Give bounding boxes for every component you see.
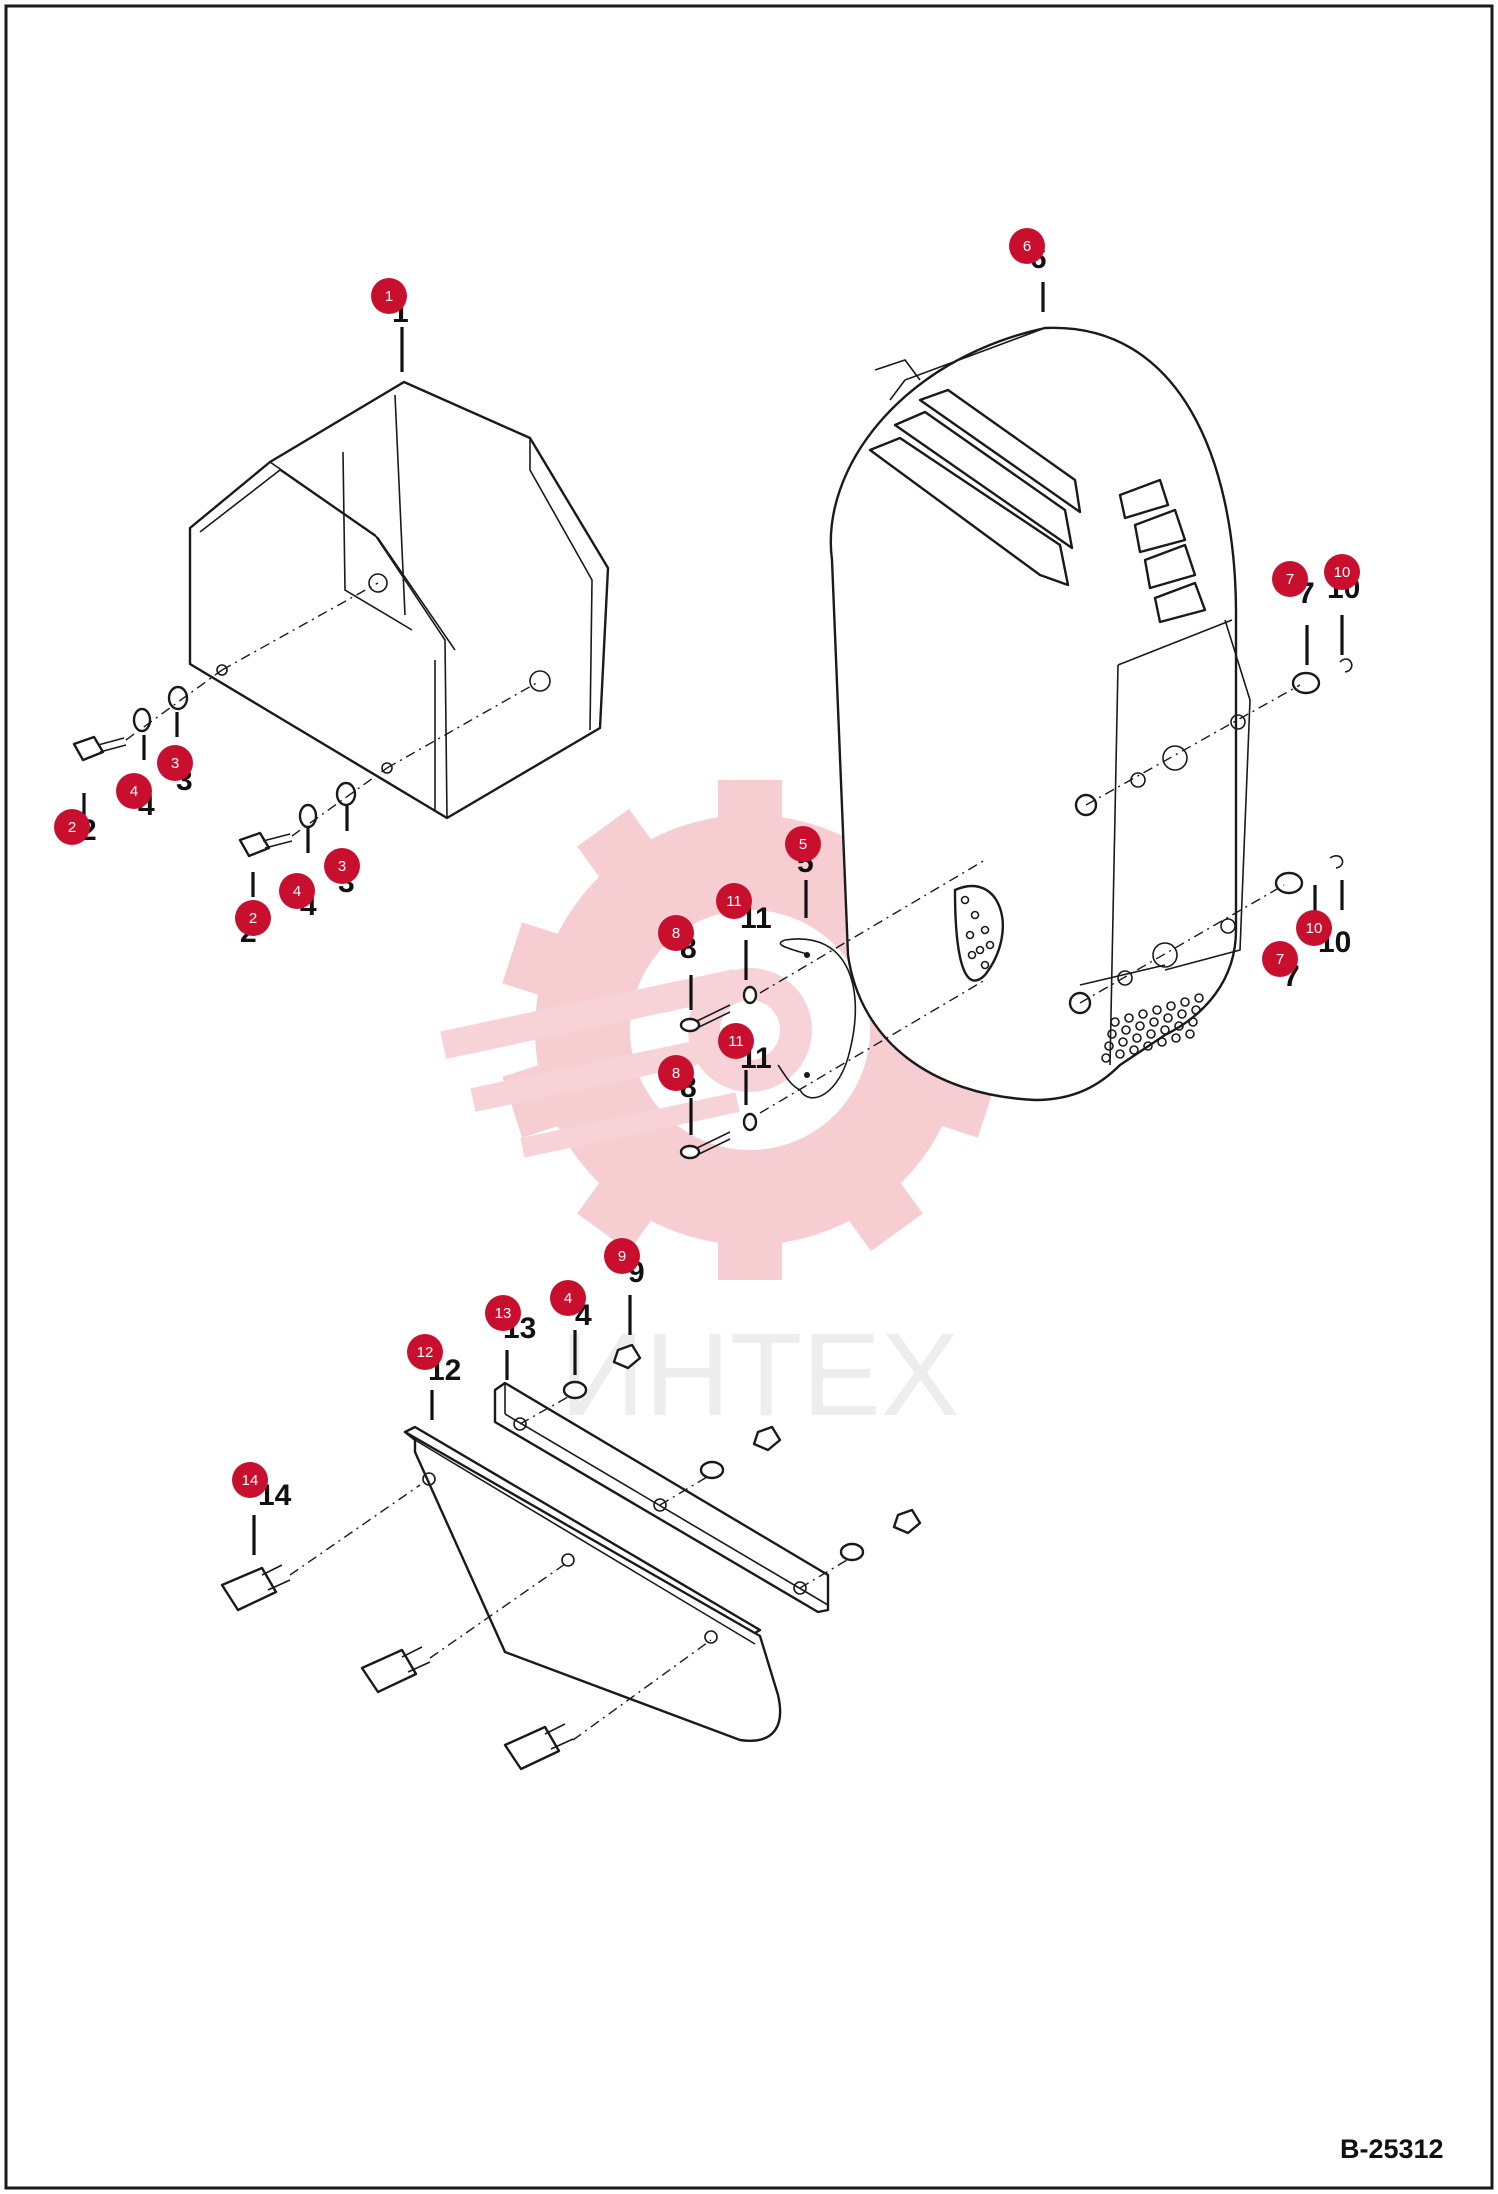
callout-badge	[1324, 554, 1360, 590]
drawing-id: B-25312	[1340, 2134, 1444, 2164]
callout-2: 2	[235, 900, 271, 936]
callout-8: 8	[658, 1055, 694, 1091]
callout-badge	[1009, 228, 1045, 264]
callout-number: 4	[130, 783, 138, 800]
callout-badge	[550, 1280, 586, 1316]
housing-grille	[1101, 993, 1204, 1063]
callout-number: 1	[385, 288, 393, 305]
callout-13: 13	[485, 1295, 521, 1331]
callout-10: 10	[1324, 554, 1360, 590]
callout-badge	[407, 1334, 443, 1370]
callout-7: 7	[1272, 561, 1308, 597]
callout-badge	[604, 1238, 640, 1274]
callout-9: 9	[604, 1238, 640, 1274]
callout-number: 6	[1023, 238, 1031, 255]
callout-badge	[658, 1055, 694, 1091]
callout-6: 6	[1009, 228, 1045, 264]
callout-badge	[371, 278, 407, 314]
callout-badge	[54, 809, 90, 845]
callout-number: 8	[672, 925, 680, 942]
callout-5: 5	[785, 826, 821, 862]
callout-number: 3	[338, 858, 346, 875]
slot-holes	[960, 895, 995, 970]
top-cover-panel	[188, 380, 610, 820]
watermark-text: ИНТЕХ	[560, 1309, 960, 1441]
callout-badge	[235, 900, 271, 936]
callout-1: 1	[371, 278, 407, 314]
callout-14: 14	[232, 1462, 268, 1498]
callout-number: 3	[171, 755, 179, 772]
bottom-bracket-bar	[493, 1381, 830, 1614]
callout-number: 7	[1286, 571, 1294, 588]
callout-badge	[716, 883, 752, 919]
callout-11: 11	[716, 883, 752, 919]
callout-number: 12	[417, 1344, 434, 1361]
callout-badge	[718, 1023, 754, 1059]
callout-number: 4	[293, 883, 301, 900]
housing-vents	[868, 388, 1207, 624]
callout-number: 4	[564, 1290, 572, 1307]
callout-number: 2	[68, 819, 76, 836]
callout-badge	[785, 826, 821, 862]
callout-10: 10	[1296, 910, 1332, 946]
main-housing	[829, 326, 1353, 1102]
callout-badge	[324, 848, 360, 884]
callout-badge	[658, 915, 694, 951]
bottom-bracket-plate	[403, 1425, 782, 1742]
callout-number: 10	[1334, 564, 1351, 581]
gasket-plate	[759, 859, 986, 1114]
leader-lines	[82, 282, 1344, 1555]
screw-set-middle	[679, 985, 758, 1160]
callout-number: 14	[242, 1472, 259, 1489]
callout-badge	[279, 873, 315, 909]
drawing-border	[4, 4, 1494, 2190]
callout-2: 2	[54, 809, 90, 845]
callout-badge	[116, 773, 152, 809]
callout-badge	[1296, 910, 1332, 946]
callout-number: 7	[1276, 951, 1284, 968]
callout-number: 10	[1306, 920, 1323, 937]
callout-number: 9	[618, 1248, 626, 1265]
callout-4: 4	[279, 873, 315, 909]
callout-badge	[485, 1295, 521, 1331]
bolt-set-upper-left	[72, 669, 223, 762]
callout-12: 12	[407, 1334, 443, 1370]
callout-badge	[1272, 561, 1308, 597]
callout-4: 4	[116, 773, 152, 809]
callout-8: 8	[658, 915, 694, 951]
callout-number: 5	[799, 836, 807, 853]
callout-badge	[1262, 941, 1298, 977]
callout-11: 11	[718, 1023, 754, 1059]
callout-badge	[232, 1462, 268, 1498]
callout-3: 3	[157, 745, 193, 781]
callout-number: 11	[728, 1033, 744, 1050]
bottom-hardware	[220, 1343, 922, 1771]
callout-number: 11	[726, 893, 742, 910]
callout-number: 13	[495, 1305, 512, 1322]
callout-7: 7	[1262, 941, 1298, 977]
callout-number: 2	[249, 910, 257, 927]
callout-3: 3	[324, 848, 360, 884]
callout-badge	[157, 745, 193, 781]
callout-number: 8	[672, 1065, 680, 1082]
callout-4: 4	[550, 1280, 586, 1316]
bolt-set-lower-left	[238, 767, 388, 858]
